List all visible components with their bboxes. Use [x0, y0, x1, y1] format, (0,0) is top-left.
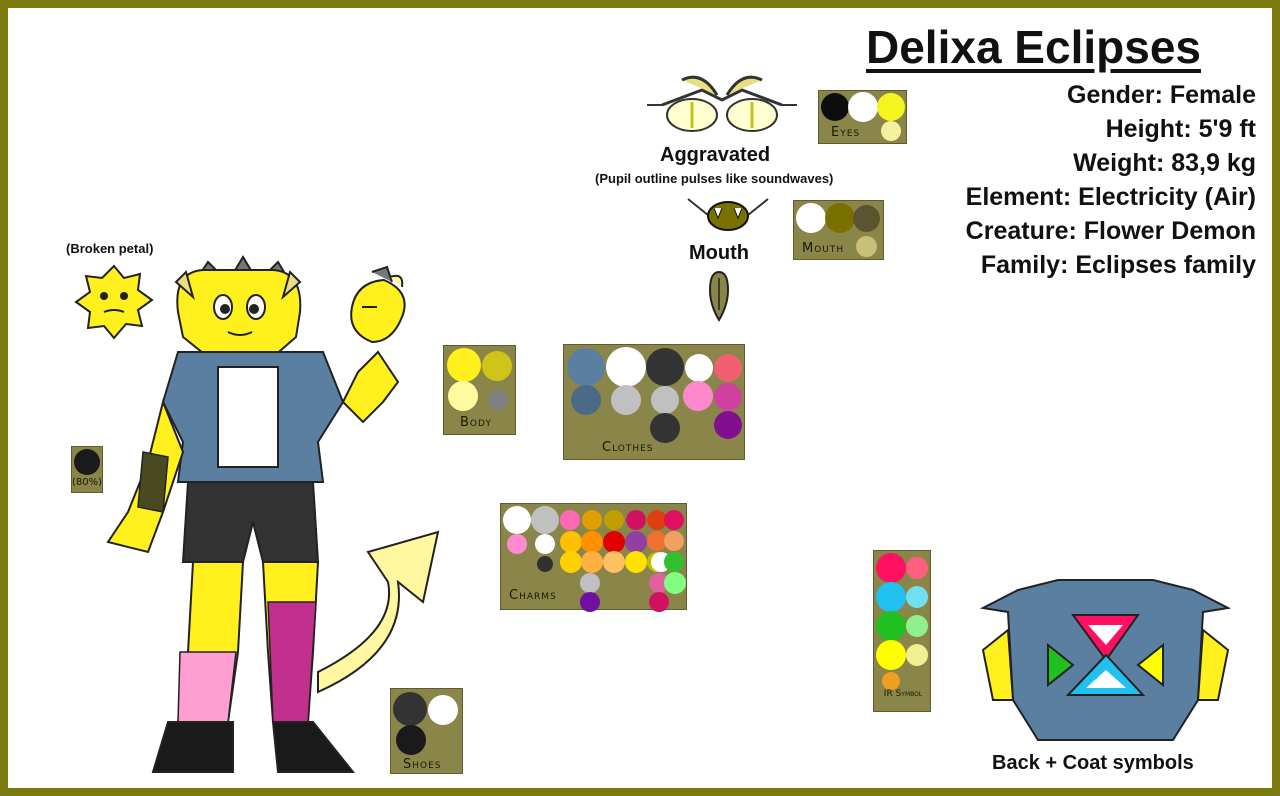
mouth-palette: Mouth — [793, 200, 884, 260]
aggravated-note: (Pupil outline pulses like soundwaves) — [595, 171, 834, 186]
back-coat-label: Back + Coat symbols — [992, 752, 1194, 774]
eyes-palette-label: Eyes — [831, 125, 861, 140]
charms-palette: Charms — [500, 503, 687, 612]
shoes-palette-label: Shoes — [403, 757, 442, 772]
clothes-palette: Clothes — [563, 344, 745, 460]
aggravated-label: Aggravated — [660, 144, 771, 166]
charms-palette-label: Charms — [509, 588, 557, 603]
broken-petal-head — [74, 264, 154, 340]
character-name: Delixa Eclipses — [866, 21, 1201, 73]
aggravated-eyes-illustration — [647, 75, 797, 132]
broken-petal-label: (Broken petal) — [66, 241, 154, 256]
body-palette-label: Body — [460, 415, 492, 430]
tongue-illustration — [708, 270, 730, 322]
back-coat-symbols — [979, 579, 1232, 741]
eyes-palette: Eyes — [818, 90, 907, 144]
height-line: Height: 5'9 ft — [1105, 115, 1256, 143]
shoes-palette: Shoes — [390, 688, 463, 774]
ir-symbol-palette-label: IR Symbol — [883, 689, 923, 699]
character-info: Gender: Female Height: 5'9 ft Weight: 83… — [966, 78, 1256, 282]
creature-line: Creature: Flower Demon — [965, 217, 1256, 245]
character-full-body — [106, 255, 440, 773]
eighty-percent-palette: (80%) — [71, 446, 103, 493]
weight-line: Weight: 83,9 kg — [1073, 149, 1256, 177]
clothes-palette-label: Clothes — [602, 440, 654, 455]
reference-sheet: Delixa Eclipses Gender: Female Height: 5… — [8, 8, 1272, 788]
mouth-palette-label: Mouth — [802, 241, 845, 256]
ir-symbol-palette: IR Symbol — [873, 550, 931, 712]
body-palette: Body — [443, 345, 516, 435]
family-line: Family: Eclipses family — [980, 251, 1256, 279]
gender-line: Gender: Female — [1067, 81, 1256, 109]
element-line: Element: Electricity (Air) — [965, 183, 1256, 211]
eighty-percent-label: (80%) — [72, 477, 103, 488]
side-view-head — [350, 265, 406, 344]
mouth-label: Mouth — [689, 242, 749, 264]
mouth-illustration — [687, 198, 769, 231]
